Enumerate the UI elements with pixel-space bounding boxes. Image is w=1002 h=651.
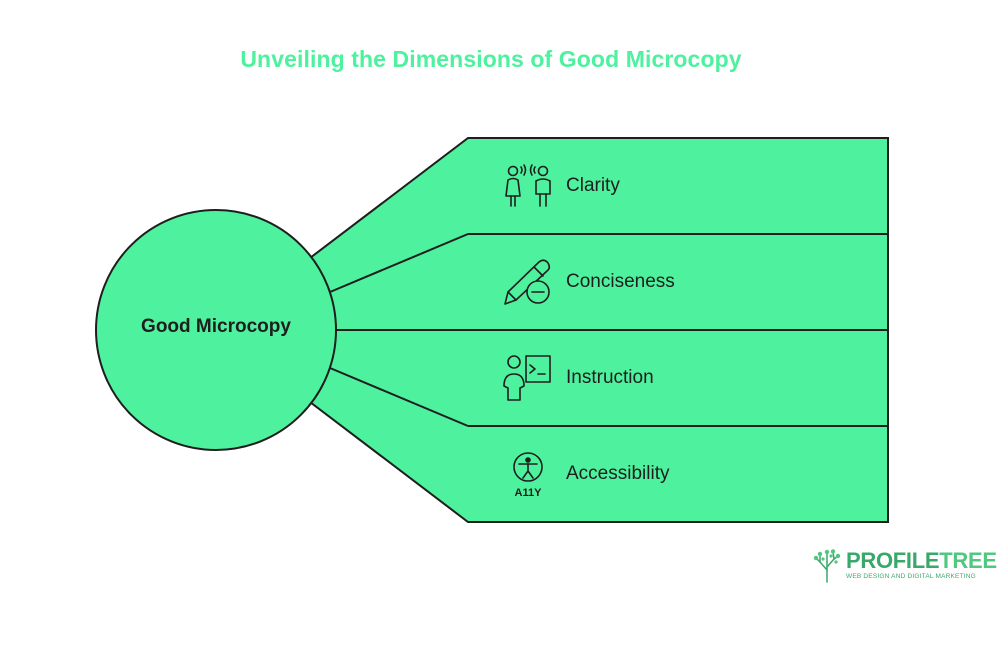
logo-wordmark: PROFILETREE [846,548,997,574]
fan-line-3 [329,367,469,427]
fan-line-1 [329,233,469,293]
tree-icon [813,549,841,583]
accessibility-a11y-icon: A11Y [513,452,543,499]
people-talking-icon [505,164,551,207]
logo-brand-bold: PROFILE [846,548,940,573]
center-label: Good Microcopy [141,316,291,337]
item-label-conciseness: Conciseness [566,271,675,292]
diagram-title: Unveiling the Dimensions of Good Microco… [240,46,742,72]
center-circle [95,209,337,451]
svg-text:A11Y: A11Y [515,487,543,499]
item-label-instruction: Instruction [566,367,654,388]
logo-tagline: WEB DESIGN AND DIGITAL MARKETING [846,573,976,580]
item-label-accessibility: Accessibility [566,463,670,484]
logo-brand-light: TREE [939,548,997,573]
profiletree-logo: PROFILETREE WEB DESIGN AND DIGITAL MARKE… [812,548,997,584]
person-terminal-icon [503,355,551,401]
item-label-clarity: Clarity [566,175,620,196]
pencil-minus-icon [504,259,551,305]
